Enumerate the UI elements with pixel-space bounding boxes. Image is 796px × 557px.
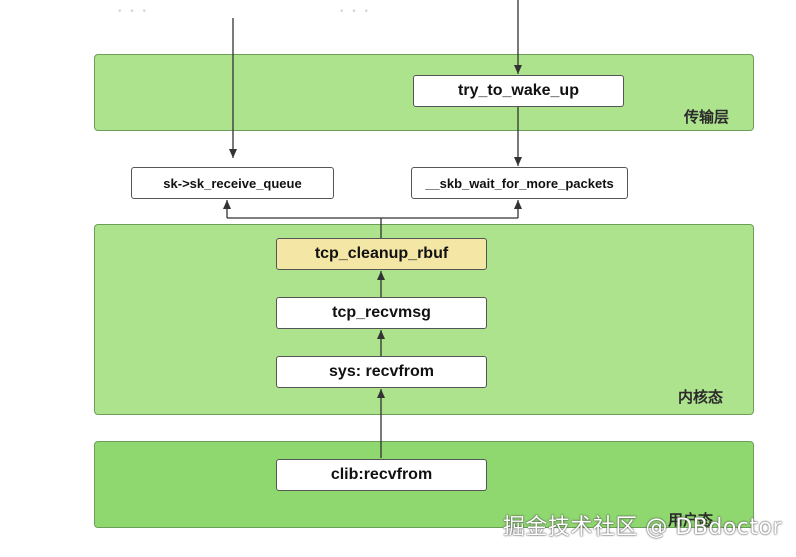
transport-layer-label: 传输层	[684, 108, 730, 126]
node-tcp-recvmsg: tcp_recvmsg	[276, 297, 487, 329]
kernel-layer-label: 内核态	[678, 388, 724, 406]
node-sys-recvfrom: sys: recvfrom	[276, 356, 487, 388]
node-clib-recvfrom: clib:recvfrom	[276, 459, 487, 491]
node-skb-wait-for-more-packets: __skb_wait_for_more_packets	[411, 167, 628, 199]
node-sk-receive-queue: sk->sk_receive_queue	[131, 167, 334, 199]
user-layer-label: 用户态	[668, 511, 714, 529]
node-tcp-cleanup-rbuf: tcp_cleanup_rbuf	[276, 238, 487, 270]
node-try-to-wake-up: try_to_wake_up	[413, 75, 624, 107]
decorative-dots: • • •	[118, 6, 150, 17]
user-layer	[94, 441, 754, 528]
decorative-dots: • • •	[340, 6, 372, 17]
watermark: 掘金技术社区 @ DBdoctor	[502, 515, 782, 540]
